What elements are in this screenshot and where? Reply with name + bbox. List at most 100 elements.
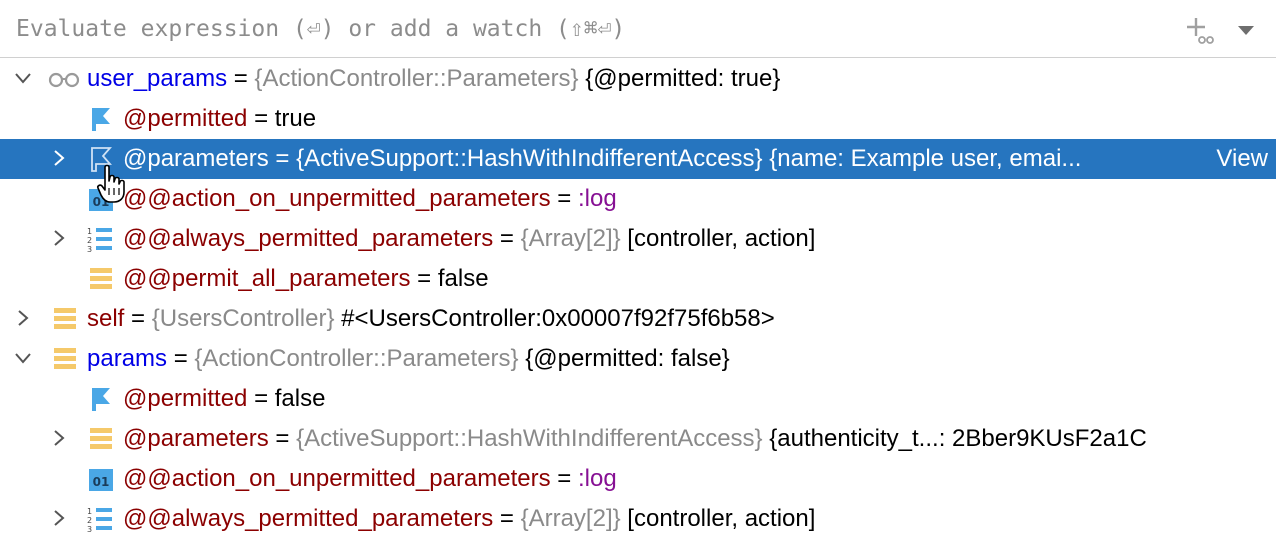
tree-row-permitted[interactable]: @permitted = false — [0, 379, 1276, 419]
view-link[interactable]: View — [1216, 145, 1268, 172]
chevron-right-icon[interactable] — [48, 427, 70, 449]
svg-text:2: 2 — [87, 236, 92, 245]
field-value: true — [274, 105, 317, 132]
evaluate-expression-input[interactable] — [16, 13, 1156, 45]
tree-row-parameters[interactable]: @parameters = {ActiveSupport::HashWithIn… — [0, 419, 1276, 459]
flag-icon — [92, 108, 110, 131]
primitive-01-icon: 01 — [89, 189, 113, 211]
tree-row-text: @parameters = {ActiveSupport::HashWithIn… — [123, 144, 1081, 174]
evaluate-bar — [0, 0, 1276, 58]
equals-sign: = — [124, 305, 152, 332]
equals-sign: = — [493, 505, 521, 532]
variables-tree: user_params = {ActionController::Paramet… — [0, 59, 1276, 539]
tree-row-text: user_params = {ActionController::Paramet… — [87, 64, 780, 94]
svg-text:3: 3 — [87, 525, 92, 533]
equals-sign: = — [247, 105, 275, 132]
array-list-icon: 123 — [87, 507, 112, 533]
add-watch-icon[interactable] — [1184, 15, 1214, 45]
variable-type: {ActionController::Parameters} — [254, 65, 579, 92]
tree-row-text: @@always_permitted_parameters = {Array[2… — [123, 504, 815, 534]
tree-row-text: @@permit_all_parameters = false — [123, 264, 489, 294]
equals-sign: = — [268, 425, 297, 452]
tree-row-text: @@always_permitted_parameters = {Array[2… — [123, 224, 815, 254]
field-value: :log — [578, 185, 617, 212]
field-type: {Array[2]} — [520, 505, 621, 532]
field-type: {ActiveSupport::HashWithIndifferentAcces… — [296, 425, 763, 452]
equals-sign: = — [268, 145, 297, 172]
chevron-right-icon[interactable] — [12, 307, 34, 329]
field-name: @permitted — [123, 385, 248, 412]
tree-row-text: @@action_on_unpermitted_parameters = :lo… — [123, 184, 617, 214]
variable-name: params — [87, 345, 168, 372]
variable-name: self — [87, 305, 125, 332]
equals-sign: = — [227, 65, 255, 92]
variable-value: {@permitted: false} — [518, 345, 730, 372]
field-name: @@always_permitted_parameters — [123, 505, 494, 532]
field-name: @@always_permitted_parameters — [123, 225, 494, 252]
field-type: {Array[2]} — [520, 225, 621, 252]
chevron-right-icon[interactable] — [48, 147, 70, 169]
tree-row-params[interactable]: params = {ActionController::Parameters} … — [0, 339, 1276, 379]
tree-row-text: @@action_on_unpermitted_parameters = :lo… — [123, 464, 617, 494]
field-name: @@action_on_unpermitted_parameters — [123, 465, 551, 492]
field-icon — [90, 268, 112, 289]
svg-text:01: 01 — [93, 475, 110, 489]
field-value: {name: Example user, emai... — [762, 145, 1082, 172]
glasses-icon — [48, 72, 80, 88]
equals-sign: = — [550, 465, 578, 492]
chevron-right-icon[interactable] — [48, 227, 70, 249]
tree-row-text: @permitted = false — [123, 384, 325, 414]
field-value: [controller, action] — [620, 505, 816, 532]
variable-type: {UsersController} — [151, 305, 335, 332]
chevron-right-icon[interactable] — [48, 507, 70, 529]
svg-text:2: 2 — [87, 516, 92, 525]
tree-row-self[interactable]: self = {UsersController} #<UsersControll… — [0, 299, 1276, 339]
tree-row-text: params = {ActionController::Parameters} … — [87, 344, 730, 374]
variable-name: user_params — [87, 65, 228, 92]
tree-row-action-on-unpermitted[interactable]: 01 @@action_on_unpermitted_parameters = … — [0, 179, 1276, 219]
field-value: :log — [578, 465, 617, 492]
array-list-icon: 123 — [87, 227, 112, 253]
equals-sign: = — [247, 385, 275, 412]
tree-row-permit-all[interactable]: @@permit_all_parameters = false — [0, 259, 1276, 299]
field-value: false — [437, 265, 489, 292]
svg-text:01: 01 — [93, 195, 110, 209]
tree-row-text: @parameters = {ActiveSupport::HashWithIn… — [123, 424, 1147, 454]
equals-sign: = — [493, 225, 521, 252]
tree-row-text: self = {UsersController} #<UsersControll… — [87, 304, 775, 334]
field-name: @permitted — [123, 105, 248, 132]
equals-sign: = — [410, 265, 438, 292]
tree-row-parameters-selected[interactable]: @parameters = {ActiveSupport::HashWithIn… — [0, 139, 1276, 179]
chevron-down-icon[interactable] — [12, 67, 34, 89]
variable-value: #<UsersController:0x00007f92f75f6b58> — [334, 305, 775, 332]
field-name: @parameters — [123, 425, 269, 452]
tree-row-user-params[interactable]: user_params = {ActionController::Paramet… — [0, 59, 1276, 99]
field-icon — [90, 428, 112, 449]
field-icon — [54, 348, 76, 369]
field-name: @@action_on_unpermitted_parameters — [123, 185, 551, 212]
dropdown-arrow-icon[interactable] — [1236, 20, 1256, 40]
field-name: @@permit_all_parameters — [123, 265, 411, 292]
primitive-01-icon: 01 — [89, 469, 113, 491]
equals-sign: = — [167, 345, 195, 372]
equals-sign: = — [550, 185, 578, 212]
field-name: @parameters — [123, 145, 269, 172]
variable-type: {ActionController::Parameters} — [194, 345, 519, 372]
chevron-down-icon[interactable] — [12, 347, 34, 369]
svg-text:1: 1 — [87, 227, 92, 236]
svg-text:3: 3 — [87, 245, 92, 253]
flag-icon — [91, 147, 112, 172]
field-icon — [54, 308, 76, 329]
tree-row-text: @permitted = true — [123, 104, 316, 134]
tree-row-action-on-unpermitted[interactable]: 01 @@action_on_unpermitted_parameters = … — [0, 459, 1276, 499]
field-value: [controller, action] — [620, 225, 816, 252]
variable-value: {@permitted: true} — [578, 65, 781, 92]
field-value: {authenticity_t...: 2Bber9KUsF2a1C — [762, 425, 1147, 452]
tree-row-permitted[interactable]: @permitted = true — [0, 99, 1276, 139]
svg-text:1: 1 — [87, 507, 92, 516]
flag-icon — [92, 388, 110, 411]
field-type: {ActiveSupport::HashWithIndifferentAcces… — [296, 145, 763, 172]
field-value: false — [274, 385, 326, 412]
